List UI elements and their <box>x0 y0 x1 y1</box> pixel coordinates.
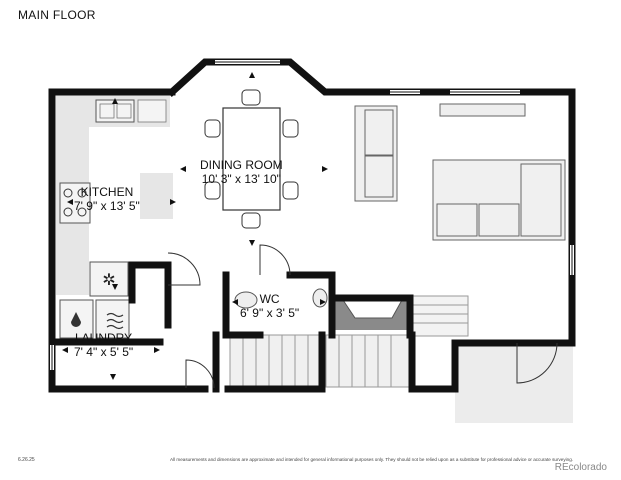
room-label-dining: DINING ROOM 10' 3" x 13' 10" <box>200 158 283 186</box>
stairs-up <box>412 295 469 337</box>
plan-date: 6.26.25 <box>18 457 35 463</box>
heat-waves-icon <box>106 312 124 330</box>
disclaimer: All measurements and dimensions are appr… <box>170 457 574 462</box>
dining-chairs <box>204 89 299 229</box>
stairs-down-left <box>229 334 323 388</box>
wc-name: WC <box>259 292 280 306</box>
dimension-arrows <box>62 72 328 380</box>
living-sofas <box>354 105 566 241</box>
tv-console <box>439 103 526 117</box>
dining-room-name: DINING ROOM <box>200 158 283 172</box>
kitchen-dims: 7' 9" x 13' 5" <box>74 199 140 213</box>
water-drop-icon <box>71 312 81 327</box>
room-label-kitchen: KITCHEN 7' 9" x 13' 5" <box>74 185 140 213</box>
floor-title: MAIN FLOOR <box>18 8 96 22</box>
dining-room-dims: 10' 3" x 13' 10" <box>201 172 281 186</box>
refrigerator <box>89 261 129 297</box>
room-label-wc: WC 6' 9" x 3' 5" <box>240 292 299 320</box>
wc-dims: 6' 9" x 3' 5" <box>240 306 300 320</box>
laundry-dims: 7' 4" x 5' 5" <box>74 345 134 359</box>
kitchen-island <box>140 173 173 219</box>
rear-slab <box>455 343 573 423</box>
dining-table <box>222 107 281 211</box>
brand-logo: REcolorado <box>554 462 607 473</box>
window-lines <box>51 61 573 370</box>
door-swings <box>167 244 558 389</box>
room-label-laundry: LAUNDRY 7' 4" x 5' 5" <box>74 331 133 359</box>
dishwasher <box>137 99 167 123</box>
laundry-name: LAUNDRY <box>75 331 133 345</box>
kitchen-name: KITCHEN <box>80 185 134 199</box>
stair-treads <box>242 304 468 387</box>
wc-sink <box>234 291 258 309</box>
dryer <box>95 299 130 339</box>
walls <box>48 58 576 393</box>
snowflake-icon: ✲ <box>102 272 115 289</box>
